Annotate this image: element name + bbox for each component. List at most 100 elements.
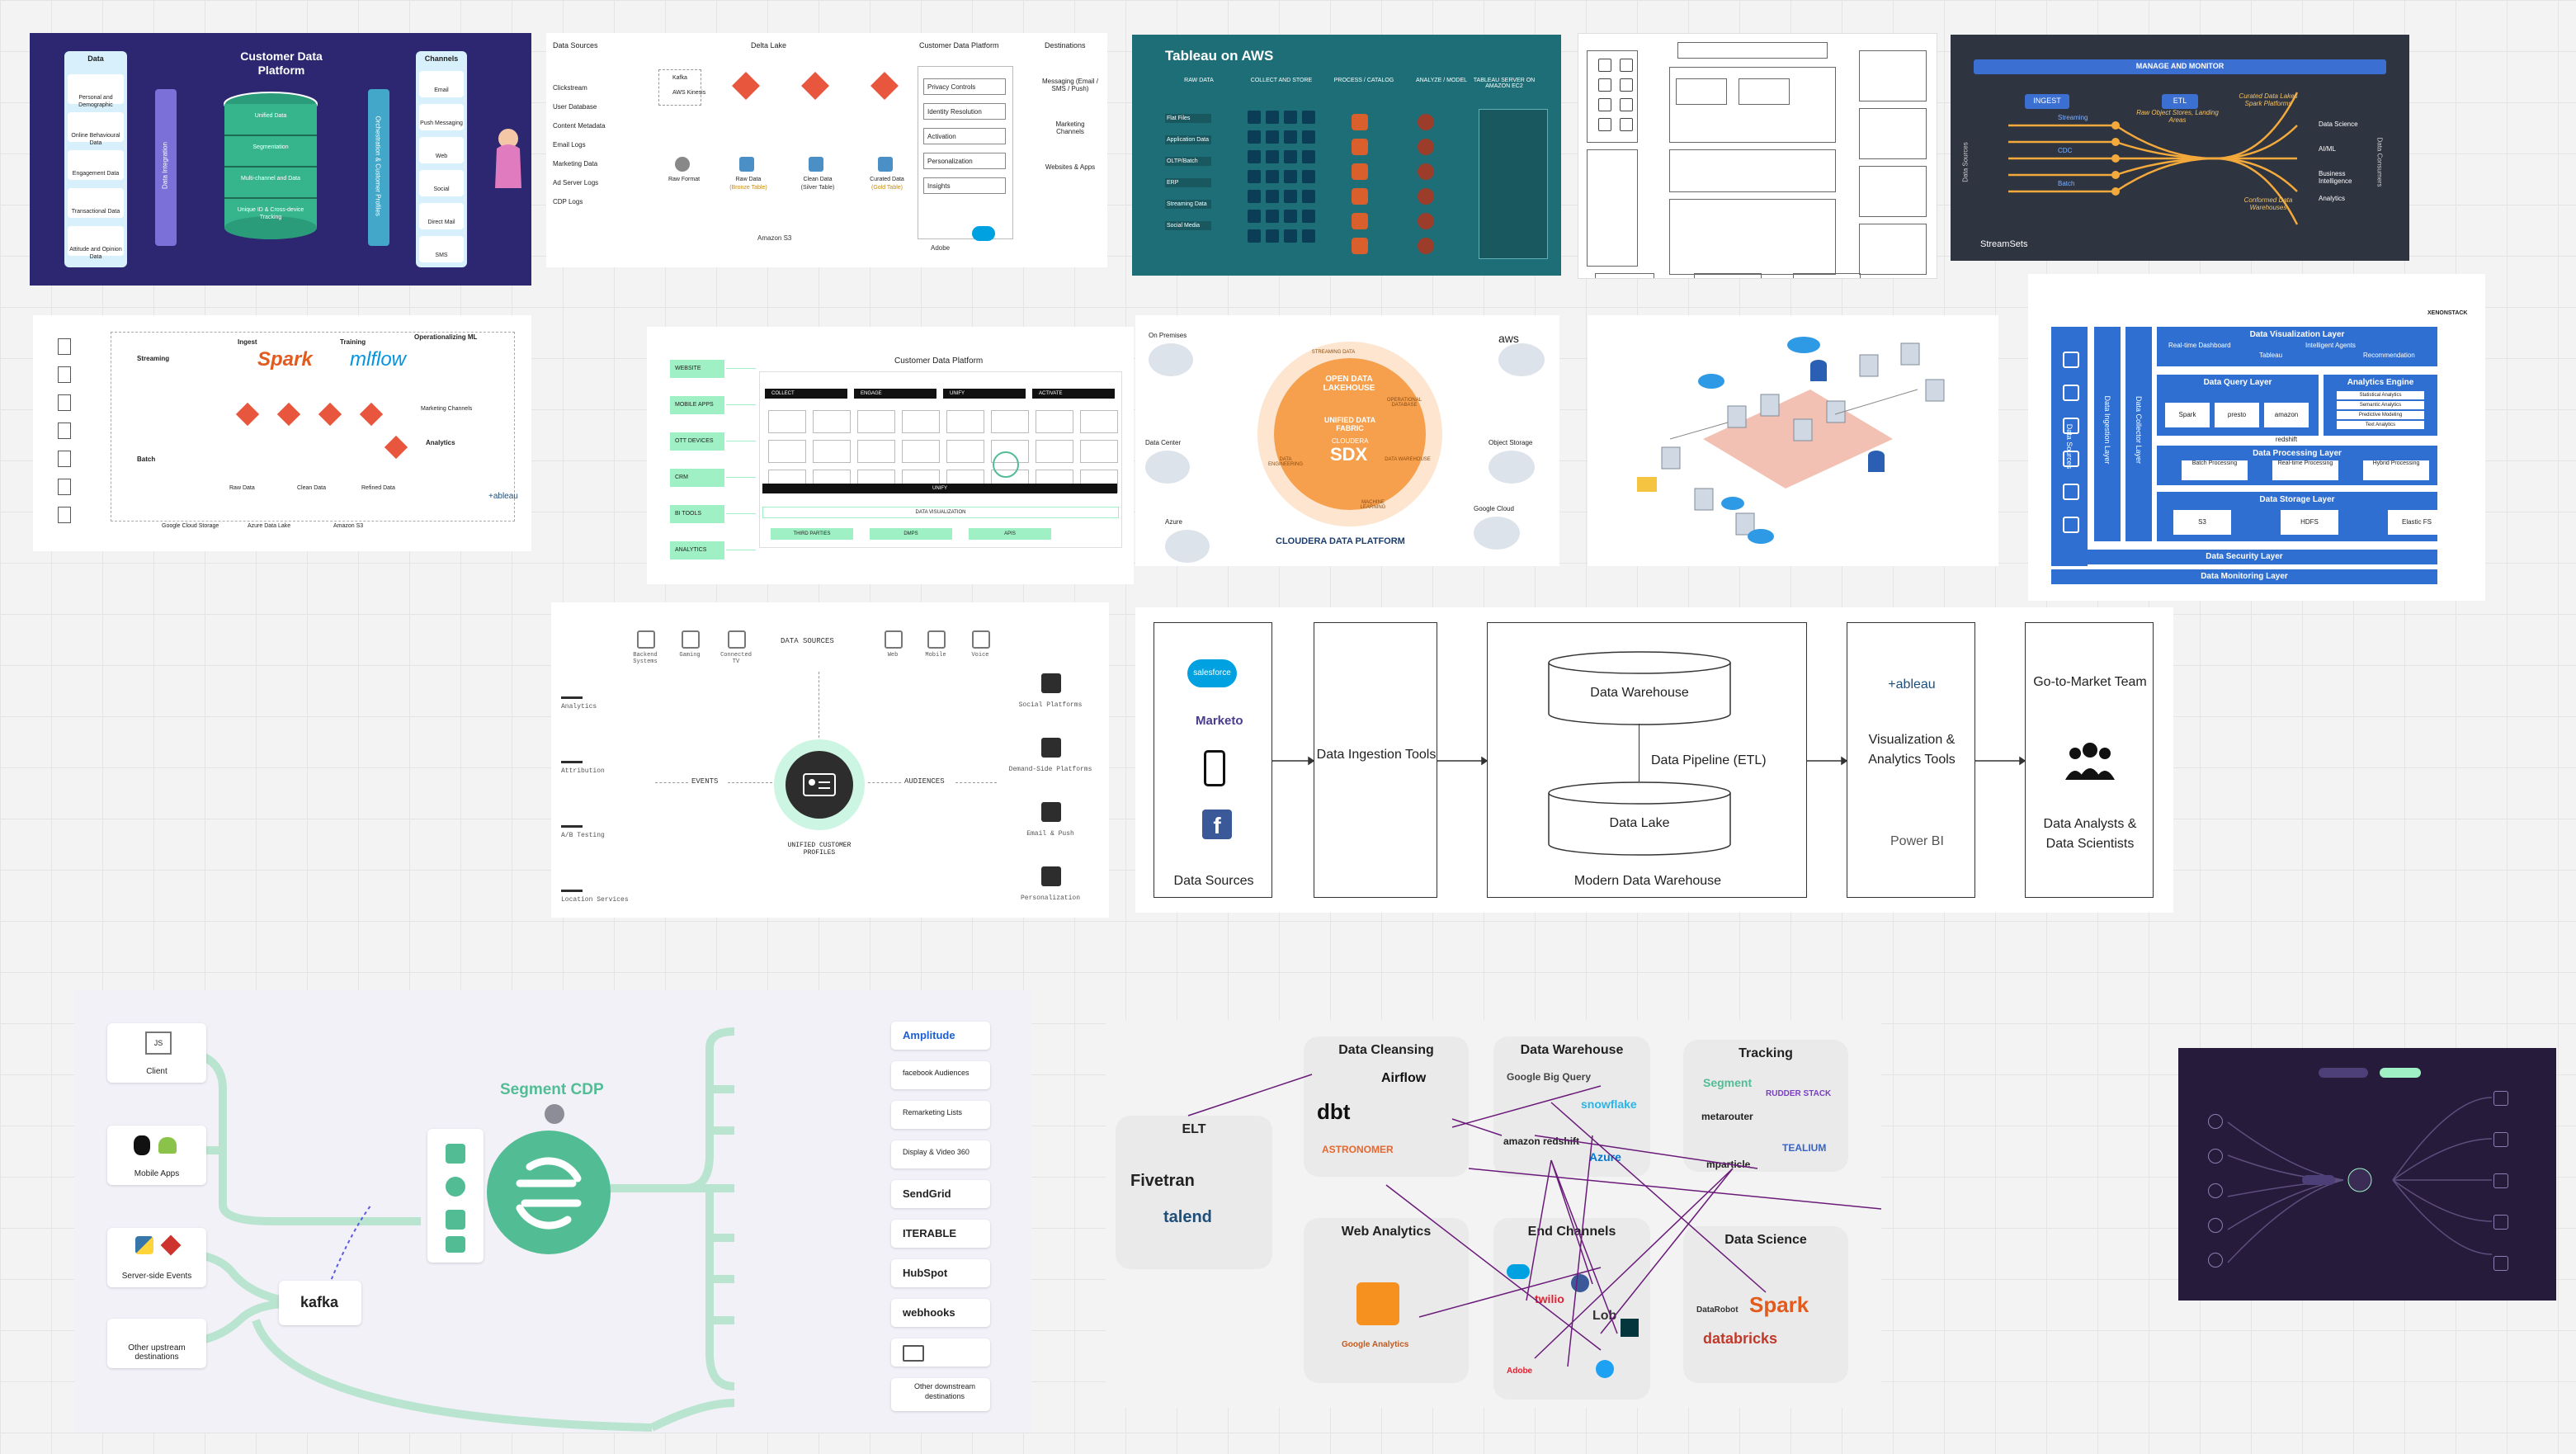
- aws-service-tile: [1284, 210, 1297, 223]
- storage-layer-label: Data Storage Layer: [2259, 495, 2335, 504]
- aws-service-tile: [1266, 210, 1279, 223]
- segment-destination-card[interactable]: Other downstream destinations: [891, 1378, 990, 1411]
- source-icon: [972, 630, 990, 649]
- aws-service-tile: [1266, 190, 1279, 203]
- right-tool-icon: [1041, 738, 1061, 758]
- tool-group-title: Data Cleansing: [1338, 1043, 1434, 1057]
- dark-flow-diagram[interactable]: [2178, 1048, 2556, 1301]
- cloud-bubble: [1474, 517, 1520, 550]
- architecture-box: [1739, 78, 1790, 105]
- segment-destination-card[interactable]: Remarketing Lists: [891, 1101, 990, 1129]
- source-icon: [58, 394, 71, 411]
- aws-service-tile: [1248, 210, 1261, 223]
- lake-cylinder: Data Lake: [1547, 781, 1732, 856]
- aws-service-tile: [1248, 229, 1261, 243]
- segment-input-card[interactable]: Other upstream destinations: [107, 1319, 206, 1368]
- ingestion-label: Data Ingestion Tools: [1316, 748, 1437, 762]
- gtm-label: Go-to-Market Team: [2033, 675, 2147, 689]
- tool-logo: databricks: [1703, 1330, 1778, 1347]
- aws-service-tile: [1284, 229, 1297, 243]
- xenonstack-logo: XENONSTACK: [2427, 310, 2468, 316]
- segment-destination-card[interactable]: Display & Video 360: [891, 1140, 990, 1168]
- aws-service-tile: [1302, 170, 1315, 183]
- data-sources-label: DATA SOURCES: [781, 637, 834, 645]
- stack-connection-arrow: [1534, 1135, 1758, 1169]
- cdp-channel-item: Social: [419, 170, 464, 196]
- cdp-module-box: [857, 410, 895, 433]
- component-icon: [1598, 118, 1611, 131]
- delta-col-header: Delta Lake: [751, 41, 787, 50]
- tool-group-title: Tracking: [1739, 1046, 1793, 1060]
- stack-connection-arrow: [1567, 1135, 1593, 1367]
- segment-destination-card[interactable]: ITERABLE: [891, 1220, 990, 1248]
- tableau-logo: +ableau: [1888, 677, 1936, 692]
- cdp-navy-diagram[interactable]: Customer Data Platform Data Personal and…: [30, 33, 531, 286]
- cdp-module-box: [1080, 410, 1118, 433]
- segment-input-card[interactable]: Server-side Events: [107, 1228, 206, 1287]
- tableau-server-box: [1479, 109, 1548, 259]
- top-source-label: Voice: [971, 652, 989, 659]
- modern-dw-diagram[interactable]: salesforce Marketo f Data Sources Data I…: [1135, 607, 2173, 913]
- streamsets-flow-line: [2008, 157, 2299, 225]
- cloudera-ring-inner: [1274, 358, 1426, 510]
- marketo-logo: Marketo: [1196, 714, 1243, 728]
- component-icon: [1620, 118, 1633, 131]
- segment-destination-card[interactable]: Amplitude: [891, 1022, 990, 1050]
- segment-input-card[interactable]: Mobile Apps: [107, 1126, 206, 1185]
- segment-destination-card[interactable]: SendGrid: [891, 1180, 990, 1208]
- aws-process-node: [1352, 163, 1368, 180]
- ingest-label: INGEST: [2033, 97, 2061, 105]
- component-icon: [1598, 98, 1611, 111]
- architecture-box: [1669, 149, 1836, 192]
- cdp-green-title: Customer Data Platform: [894, 356, 984, 366]
- streamsets-node: [2111, 187, 2120, 196]
- stack-connection-arrow: [1534, 1168, 1734, 1359]
- kafka-box[interactable]: kafka: [279, 1281, 361, 1325]
- twitter-icon: [1596, 1360, 1614, 1378]
- cdp-source-arrow: [726, 477, 756, 478]
- segment-destination-card[interactable]: facebook Audiences: [891, 1061, 990, 1089]
- dark-flow-lines: [2227, 1068, 2493, 1263]
- aws-service-tile: [1248, 111, 1261, 124]
- streamsets-node: [2111, 171, 2120, 179]
- detailed-architecture-diagram[interactable]: [1578, 33, 1937, 279]
- segment-title: Segment CDP: [500, 1081, 604, 1098]
- aws-source-item: Application Data: [1165, 135, 1211, 144]
- cloudera-diagram[interactable]: OPEN DATA LAKEHOUSE UNIFIED DATA FABRIC …: [1135, 315, 1559, 566]
- cloud-label: Data Center: [1145, 439, 1182, 446]
- viz-layer-label: Data Visualization Layer: [2249, 330, 2345, 339]
- segment-input-label: Mobile Apps: [134, 1169, 180, 1178]
- cdp-module-box: [857, 440, 895, 463]
- cdp-module-box: [768, 440, 806, 463]
- cdp-viz-bar: DATA VISUALIZATION: [762, 507, 1119, 518]
- tool-group: Data Cleansing: [1304, 1036, 1469, 1177]
- delta-stage-icon: [739, 157, 754, 172]
- xenonstack-diagram[interactable]: XENONSTACK Data Sources Data Ingestion L…: [2028, 274, 2485, 601]
- screen-icon: [903, 1345, 924, 1362]
- source-icon: [2208, 1149, 2223, 1164]
- data-sources-column: salesforce Marketo f Data Sources: [1154, 622, 1272, 898]
- isometric-diagram[interactable]: [1588, 315, 1998, 566]
- cdp-module-box: [1036, 440, 1073, 463]
- left-tool-icon: [561, 868, 583, 892]
- segment-destination-card[interactable]: webhooks: [891, 1299, 990, 1327]
- data-sources-label: Data Sources: [1173, 874, 1254, 888]
- segment-logo-circle: [487, 1131, 611, 1254]
- powerbi-logo: Power BI: [1890, 834, 1944, 848]
- cdp-left-item: Engagement Data: [68, 150, 124, 180]
- cdp-left-item: Online Behavioural Data: [68, 112, 124, 146]
- segment-destination-card[interactable]: [891, 1338, 990, 1367]
- segment-destination-card[interactable]: HubSpot: [891, 1259, 990, 1287]
- viz-item: Tableau: [2259, 352, 2283, 359]
- left-tool-icon: [561, 739, 583, 763]
